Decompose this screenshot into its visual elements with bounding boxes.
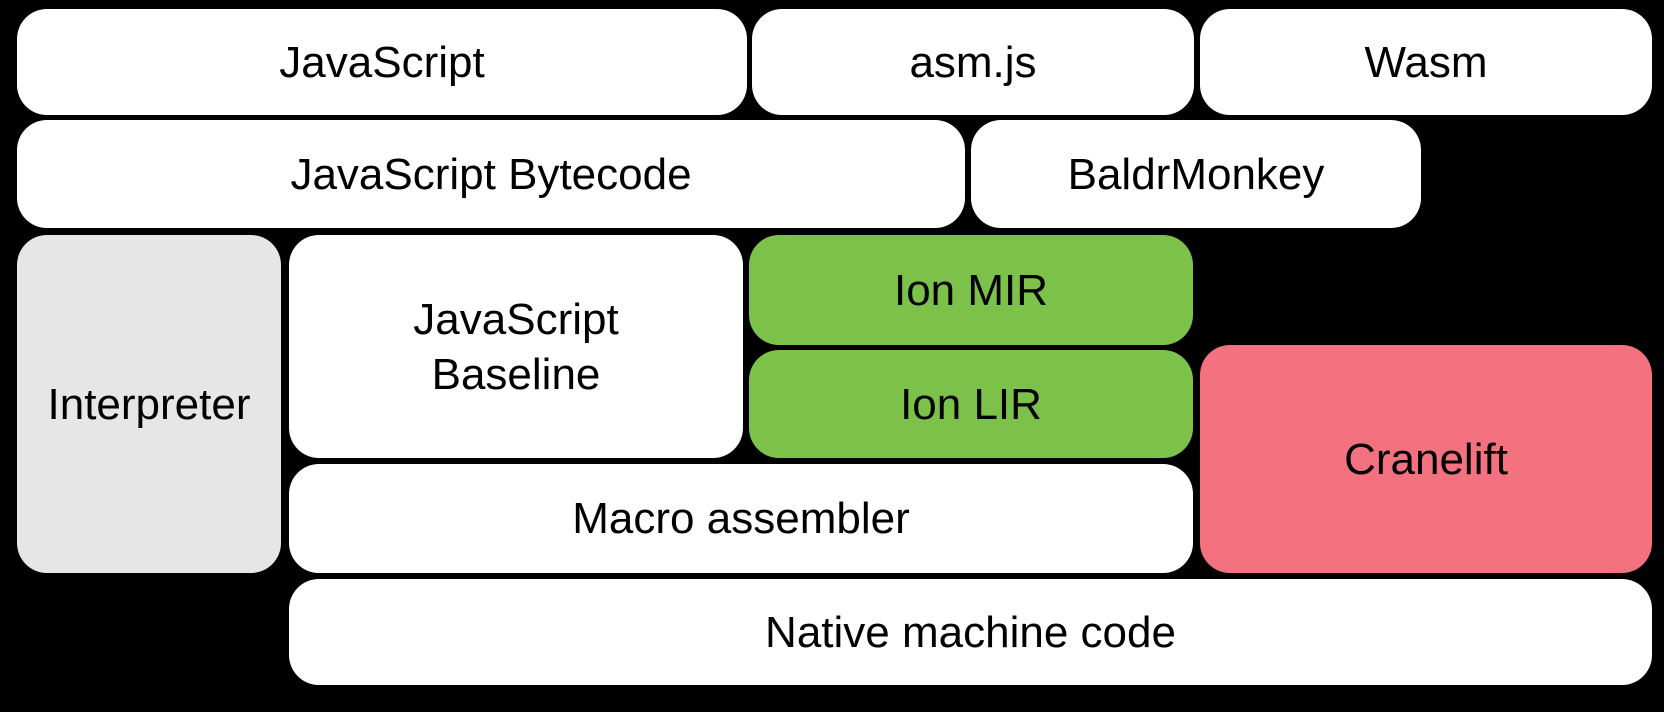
node-interpreter: Interpreter xyxy=(17,235,281,573)
node-wasm: Wasm xyxy=(1200,9,1652,115)
node-ion-lir: Ion LIR xyxy=(749,350,1193,458)
node-baldrmonkey-label: BaldrMonkey xyxy=(1067,149,1325,199)
node-ion-lir-label: Ion LIR xyxy=(900,379,1042,429)
node-javascript-label: JavaScript xyxy=(279,37,485,87)
node-macro-assembler-label: Macro assembler xyxy=(572,494,910,543)
node-asmjs: asm.js xyxy=(752,9,1194,115)
node-macro-assembler: Macro assembler xyxy=(289,464,1193,573)
node-ion-mir-label: Ion MIR xyxy=(893,265,1049,315)
node-wasm-label: Wasm xyxy=(1364,37,1488,87)
node-ion-mir: Ion MIR xyxy=(749,235,1193,345)
node-javascript-baseline: JavaScript Baseline xyxy=(289,235,743,458)
node-cranelift-label: Cranelift xyxy=(1344,434,1508,484)
node-asmjs-label: asm.js xyxy=(909,37,1037,87)
node-cranelift: Cranelift xyxy=(1200,345,1652,573)
node-native-machine-code-label: Native machine code xyxy=(765,607,1176,657)
node-interpreter-label: Interpreter xyxy=(47,379,251,429)
node-javascript: JavaScript xyxy=(17,9,747,115)
node-javascript-bytecode-label: JavaScript Bytecode xyxy=(290,149,692,199)
node-javascript-baseline-label: JavaScript Baseline xyxy=(413,294,619,399)
node-native-machine-code: Native machine code xyxy=(289,579,1652,685)
node-javascript-bytecode: JavaScript Bytecode xyxy=(17,120,965,228)
node-baldrmonkey: BaldrMonkey xyxy=(971,120,1421,228)
